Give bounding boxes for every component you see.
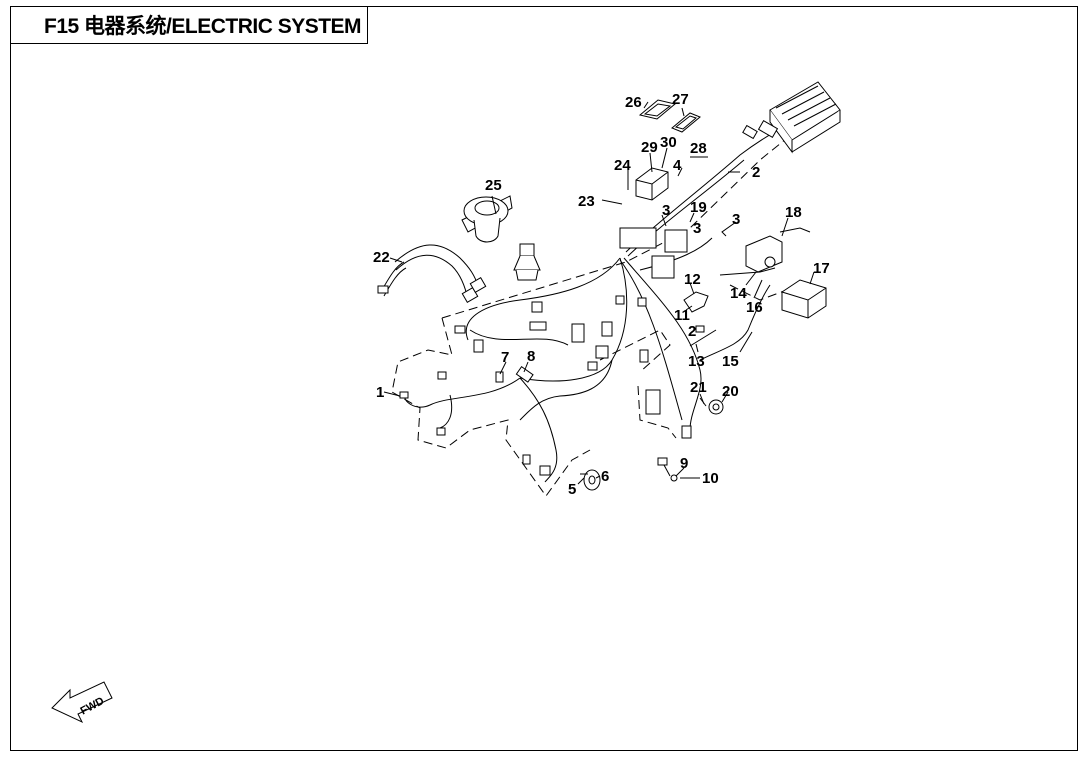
relay-box	[651, 255, 675, 279]
callout-3: 3	[662, 202, 670, 219]
callout-4: 4	[673, 157, 682, 174]
callout-28: 28	[690, 140, 707, 157]
part-13	[689, 325, 717, 347]
connector	[601, 321, 613, 337]
connector	[437, 371, 447, 380]
callout-30: 30	[660, 134, 677, 151]
connector	[436, 427, 446, 436]
connector	[529, 321, 547, 331]
fuse-box	[619, 227, 657, 249]
callout-2: 2	[688, 323, 696, 340]
callout-10: 10	[702, 470, 719, 487]
callout-3: 3	[693, 220, 701, 237]
callout-3: 3	[732, 211, 740, 228]
horn-20	[699, 397, 724, 415]
part-9-10	[657, 457, 678, 482]
callout-1: 1	[376, 384, 384, 401]
connector	[522, 454, 531, 465]
callout-6: 6	[601, 468, 609, 485]
callout-25: 25	[485, 177, 502, 194]
oxygen-sensors-22	[377, 244, 487, 304]
page-title: F15 电器系统/ELECTRIC SYSTEM	[44, 15, 362, 38]
callout-14: 14	[730, 285, 747, 302]
callout-27: 27	[672, 91, 689, 108]
callout-18: 18	[785, 204, 802, 221]
connector	[454, 325, 466, 334]
fwd-arrow-icon: FWD	[51, 681, 113, 724]
callout-23: 23	[578, 193, 595, 210]
ecu-unit	[742, 81, 841, 154]
leader-lines	[383, 101, 815, 485]
callout-8: 8	[527, 348, 535, 365]
starter-relay-16	[745, 227, 811, 273]
callout-11: 11	[674, 307, 690, 324]
callout-26: 26	[625, 94, 642, 111]
callout-21: 21	[690, 379, 707, 396]
connector	[399, 391, 409, 399]
coil-assembly	[513, 243, 541, 281]
callout-22: 22	[373, 249, 390, 266]
relay-27	[671, 112, 701, 133]
title-block: F15 电器系统/ELECTRIC SYSTEM	[10, 6, 368, 44]
connector	[571, 323, 585, 343]
connector	[587, 361, 598, 371]
connector	[515, 366, 534, 383]
callout-15: 15	[722, 353, 739, 370]
relay-box	[664, 229, 688, 253]
connector	[473, 339, 484, 353]
connector	[595, 345, 609, 359]
connector	[495, 371, 504, 383]
connector	[645, 389, 661, 415]
callout-12: 12	[684, 271, 701, 288]
callout-5: 5	[568, 481, 576, 498]
ignition-switch-25	[461, 195, 513, 243]
connector	[639, 349, 649, 363]
relay-26	[638, 99, 677, 120]
part-29-30-block	[635, 167, 669, 201]
drawing-frame	[10, 6, 1078, 751]
speed-sensor-6	[580, 469, 601, 491]
callout-29: 29	[641, 139, 658, 156]
callout-labels: 1 2 2 3 3 3 4 5 6 7 8 9 10 11 12 13 14 1…	[373, 91, 830, 498]
callout-16: 16	[746, 299, 763, 316]
callout-19: 19	[690, 199, 707, 216]
callout-13: 13	[688, 353, 705, 370]
callout-7: 7	[501, 349, 509, 366]
callout-2: 2	[752, 164, 760, 181]
callout-24: 24	[614, 157, 631, 174]
callout-17: 17	[813, 260, 830, 277]
connector	[615, 295, 625, 305]
connectors	[399, 227, 692, 476]
battery-17	[781, 279, 827, 319]
connector	[531, 301, 543, 313]
connector	[681, 425, 692, 439]
connector	[637, 297, 647, 307]
connector	[539, 465, 551, 476]
callout-20: 20	[722, 383, 739, 400]
callout-9: 9	[680, 455, 688, 472]
